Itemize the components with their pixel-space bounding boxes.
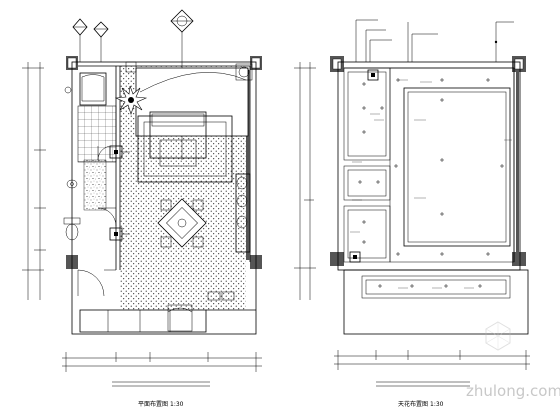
ceiling-light-points xyxy=(358,78,504,256)
ceiling-plan-bottom-dimensions xyxy=(334,350,530,387)
ceiling-columns xyxy=(330,56,526,266)
ceiling-notes xyxy=(350,79,512,233)
ceiling-left-zone xyxy=(343,67,391,263)
ceiling-plan-caption: 天花布置图 1:30 xyxy=(398,400,444,408)
left-dimension-chain xyxy=(22,62,46,300)
ceiling-main-zone xyxy=(389,67,515,263)
floor-plan-caption: 平面布置图 1:30 xyxy=(138,400,184,408)
floor-plan: 平面布置图 1:30 xyxy=(22,9,262,408)
bathroom xyxy=(63,72,117,241)
index-marker-1 xyxy=(72,18,88,62)
watermark-text: zhulong.com xyxy=(466,382,560,400)
ceiling-plan-title: 天花布置图 xyxy=(398,400,428,408)
ceiling-corridor xyxy=(343,269,529,335)
bed xyxy=(125,61,253,183)
floor-plan-bottom-dimensions xyxy=(62,352,262,387)
index-marker-2 xyxy=(93,21,109,62)
right-dimension-chain xyxy=(294,62,316,300)
cabinet xyxy=(235,173,251,253)
ceiling-leaders xyxy=(355,19,514,62)
ceiling-plan-scale: 1:30 xyxy=(430,401,444,408)
floor-plan-title: 平面布置图 xyxy=(138,400,168,408)
dining-table xyxy=(157,198,207,248)
corridor-door xyxy=(77,269,116,297)
ceiling-plan: 天花布置图 1:30 xyxy=(294,19,530,408)
switch-boxes xyxy=(109,145,130,241)
floor-plan-scale: 1:30 xyxy=(170,401,184,408)
bottom-furniture xyxy=(79,291,256,333)
plant xyxy=(114,85,148,115)
watermark: zhulong.com xyxy=(466,321,560,400)
